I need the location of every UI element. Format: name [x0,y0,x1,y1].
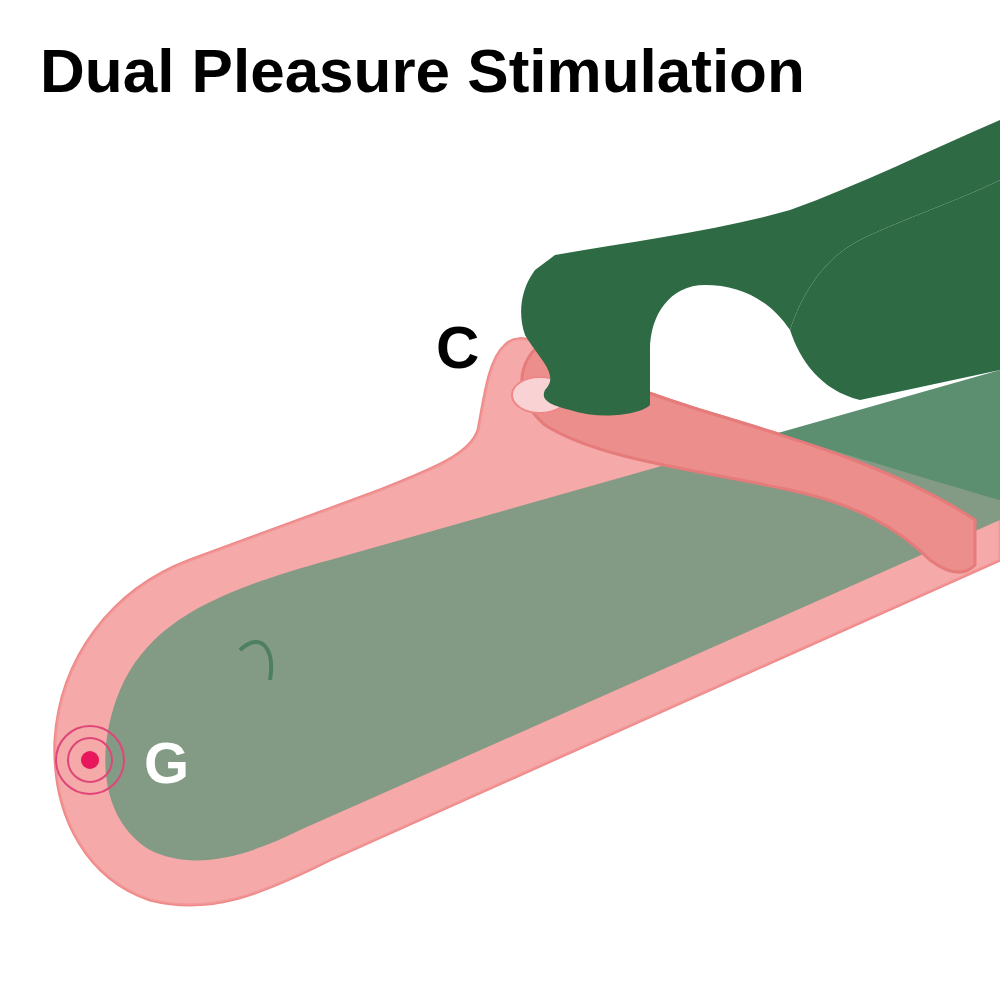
arm-to-shaft [790,180,1000,400]
part-label: G [144,734,189,792]
body-overlay [55,339,1000,905]
target-ring [56,726,124,794]
tip-ridge [240,642,271,680]
target-dot [81,751,99,769]
clitoral-arm [521,120,1000,415]
title: Dual Pleasure Stimulation [40,40,805,102]
part-label: C [436,318,479,378]
target-ring [68,738,112,782]
outer-shape [55,339,1000,905]
